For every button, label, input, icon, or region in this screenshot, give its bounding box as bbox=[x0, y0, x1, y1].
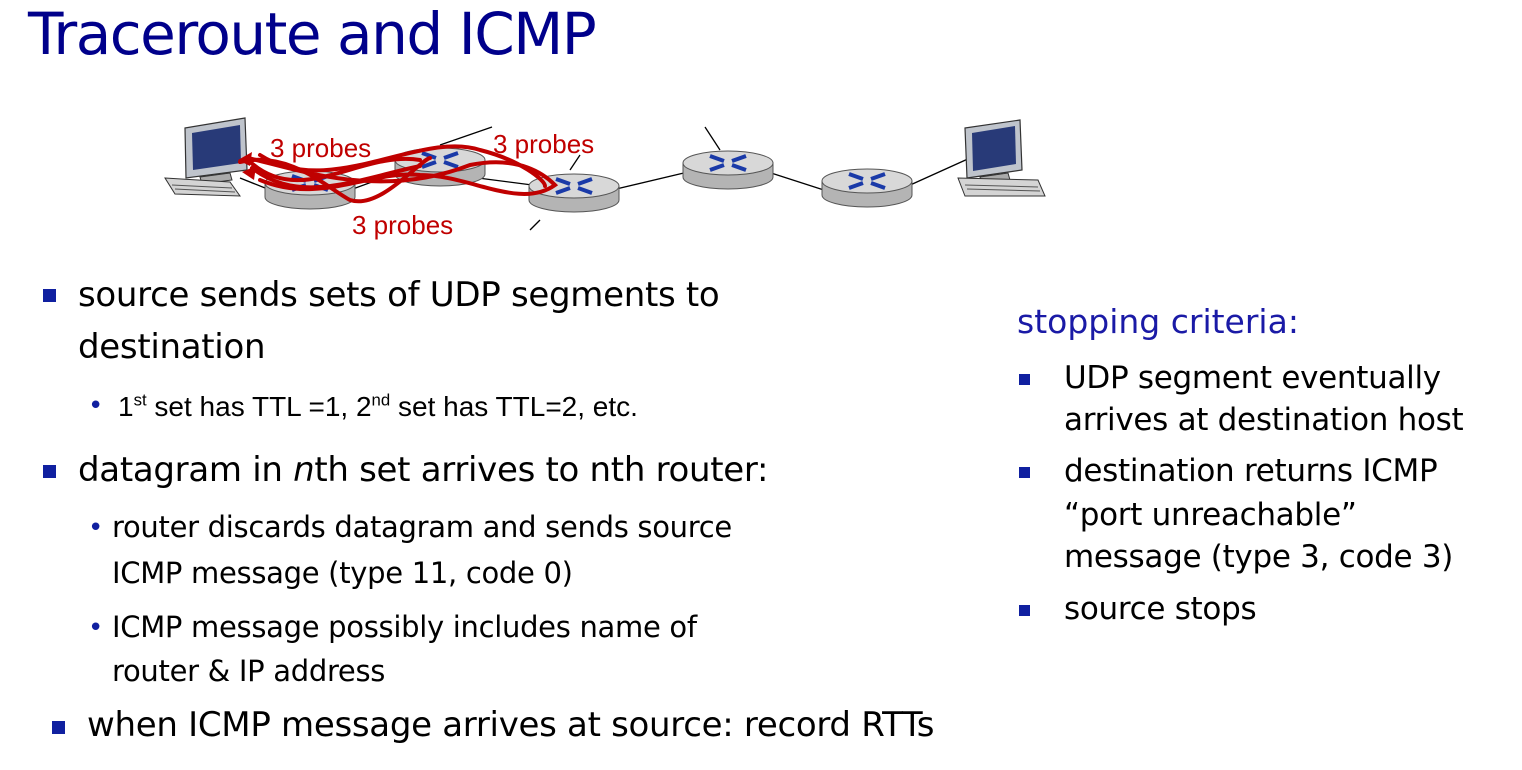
probe-label-1: 3 probes bbox=[270, 133, 371, 163]
bullet-1-line-1: source sends sets of UDP segments to bbox=[78, 275, 720, 315]
sub-bullet-dot: • bbox=[88, 391, 104, 421]
bullet-1-line-2: destination bbox=[78, 327, 266, 367]
probe-label-2: 3 probes bbox=[493, 129, 594, 159]
page-title: Traceroute and ICMP bbox=[28, 0, 597, 68]
bullet-marker bbox=[52, 721, 65, 734]
criteria-2-line-3: message (type 3, code 3) bbox=[1064, 539, 1454, 575]
sub-bullet-discard-line-1: router discards datagram and sends sourc… bbox=[112, 510, 732, 544]
criteria-3: source stops bbox=[1064, 591, 1257, 627]
bullet-marker bbox=[43, 465, 56, 478]
router-5-icon bbox=[821, 168, 913, 208]
sub-bullet-discard-line-2: ICMP message (type 11, code 0) bbox=[112, 556, 573, 590]
bullet-marker bbox=[43, 289, 56, 302]
bullet-marker bbox=[1019, 467, 1030, 478]
sub-bullet-ttl: 1st set has TTL =1, 2nd set has TTL=2, e… bbox=[118, 390, 638, 422]
destination-host-icon bbox=[957, 119, 1046, 197]
criteria-1-line-1: UDP segment eventually bbox=[1064, 360, 1441, 396]
source-host-icon bbox=[164, 117, 248, 197]
criteria-2-line-1: destination returns ICMP bbox=[1064, 453, 1438, 489]
stopping-criteria-heading: stopping criteria: bbox=[1017, 302, 1299, 341]
bullet-marker bbox=[1019, 605, 1030, 616]
bullet-2: datagram in nth set arrives to nth route… bbox=[78, 450, 769, 490]
sub-bullet-includes-line-1: ICMP message possibly includes name of bbox=[112, 610, 697, 644]
sub-bullet-dot: • bbox=[88, 513, 104, 543]
traceroute-diagram: 3 probes 3 probes 3 probes bbox=[164, 117, 1046, 240]
criteria-1-line-2: arrives at destination host bbox=[1064, 402, 1464, 438]
bullet-3: when ICMP message arrives at source: rec… bbox=[87, 705, 935, 745]
router-3-icon bbox=[528, 173, 620, 213]
probe-label-3: 3 probes bbox=[352, 210, 453, 240]
probe-arrowheads bbox=[238, 152, 256, 180]
sub-bullet-dot: • bbox=[88, 613, 104, 643]
router-4-icon bbox=[682, 150, 774, 190]
sub-bullet-includes-line-2: router & IP address bbox=[112, 654, 386, 688]
criteria-2-line-2: “port unreachable” bbox=[1064, 497, 1357, 533]
bullet-marker bbox=[1019, 374, 1030, 385]
probe-paths bbox=[238, 144, 559, 204]
